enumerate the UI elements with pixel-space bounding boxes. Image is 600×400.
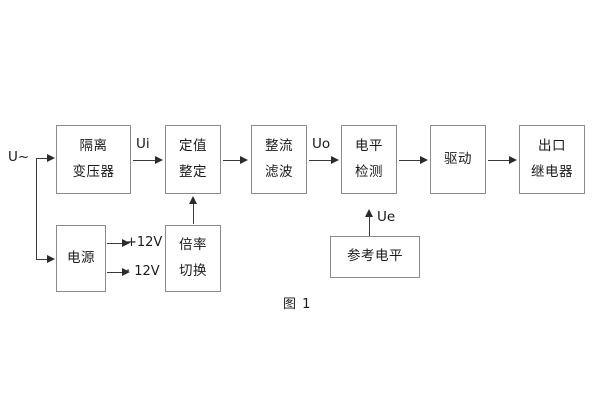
wire-rail-negative xyxy=(107,272,123,273)
wire-uo xyxy=(309,160,332,161)
label-ui: Ui xyxy=(136,136,150,152)
block-isolation-transformer-line-2: 变压器 xyxy=(72,163,115,180)
wire-level-to-drive xyxy=(399,160,421,161)
arrowhead-into-power-supply xyxy=(47,254,55,263)
block-output-relay[interactable]: 出口 继电器 xyxy=(519,125,585,194)
block-drive[interactable]: 驱动 xyxy=(430,125,486,194)
block-setting-value-line-1: 定值 xyxy=(179,138,207,154)
label-uo: Uo xyxy=(312,136,331,152)
wire-supply-branch-vertical xyxy=(36,158,37,259)
block-power-supply[interactable]: 电源 xyxy=(56,225,106,292)
arrowhead-rail-negative xyxy=(122,267,130,276)
block-setting-value-line-2: 整定 xyxy=(179,163,207,180)
arrowhead-into-isolation-transformer xyxy=(47,153,55,162)
block-multiplier-switch[interactable]: 倍率 切换 xyxy=(165,225,221,292)
arrowhead-into-output-relay xyxy=(509,155,517,164)
wire-rail-positive xyxy=(107,243,123,244)
arrowhead-into-setting-value-bottom xyxy=(188,196,197,204)
wire-drive-to-output-relay xyxy=(488,160,510,161)
block-isolation-transformer[interactable]: 隔离 变压器 xyxy=(56,125,131,194)
block-setting-value[interactable]: 定值 整定 xyxy=(165,125,221,194)
wire-supply-in-top xyxy=(36,158,48,159)
block-rectify-filter-line-2: 滤波 xyxy=(265,163,293,180)
block-multiplier-switch-line-2: 切换 xyxy=(179,262,207,279)
block-drive-line-1: 驱动 xyxy=(444,150,472,167)
block-level-detection-line-2: 检测 xyxy=(355,163,383,180)
arrowhead-into-drive xyxy=(420,155,428,164)
block-rectify-filter[interactable]: 整流 滤波 xyxy=(251,125,307,194)
block-rectify-filter-line-1: 整流 xyxy=(265,138,293,154)
block-level-detection[interactable]: 电平 检测 xyxy=(341,125,397,194)
arrowhead-into-rectify-filter xyxy=(240,155,248,164)
block-output-relay-line-2: 继电器 xyxy=(531,163,573,180)
label-rail-negative: · 12V xyxy=(126,264,160,279)
label-input-supply: U~ xyxy=(8,149,30,165)
wire-ue xyxy=(369,216,370,236)
wire-multiplier-to-setting xyxy=(193,203,194,224)
label-ue: Ue xyxy=(377,209,396,225)
block-level-detection-line-1: 电平 xyxy=(355,138,383,154)
wire-supply-in-bottom xyxy=(36,259,48,260)
block-power-supply-line-1: 电源 xyxy=(67,249,95,266)
block-output-relay-line-1: 出口 xyxy=(538,138,566,154)
figure-caption: 图 1 xyxy=(283,297,312,312)
block-multiplier-switch-line-1: 倍率 xyxy=(179,237,207,253)
arrowhead-rail-positive xyxy=(122,238,130,247)
arrowhead-into-level-detection xyxy=(331,155,339,164)
wire-setting-to-rectify xyxy=(223,160,241,161)
block-reference-level[interactable]: 参考电平 xyxy=(330,236,420,278)
arrowhead-into-setting-value xyxy=(155,155,163,164)
label-rail-positive: +12V xyxy=(126,235,163,250)
block-isolation-transformer-line-1: 隔离 xyxy=(79,138,108,154)
block-reference-level-line-1: 参考电平 xyxy=(347,248,403,265)
wire-ui xyxy=(133,160,156,161)
arrowhead-into-level-detection-bottom xyxy=(364,209,373,217)
